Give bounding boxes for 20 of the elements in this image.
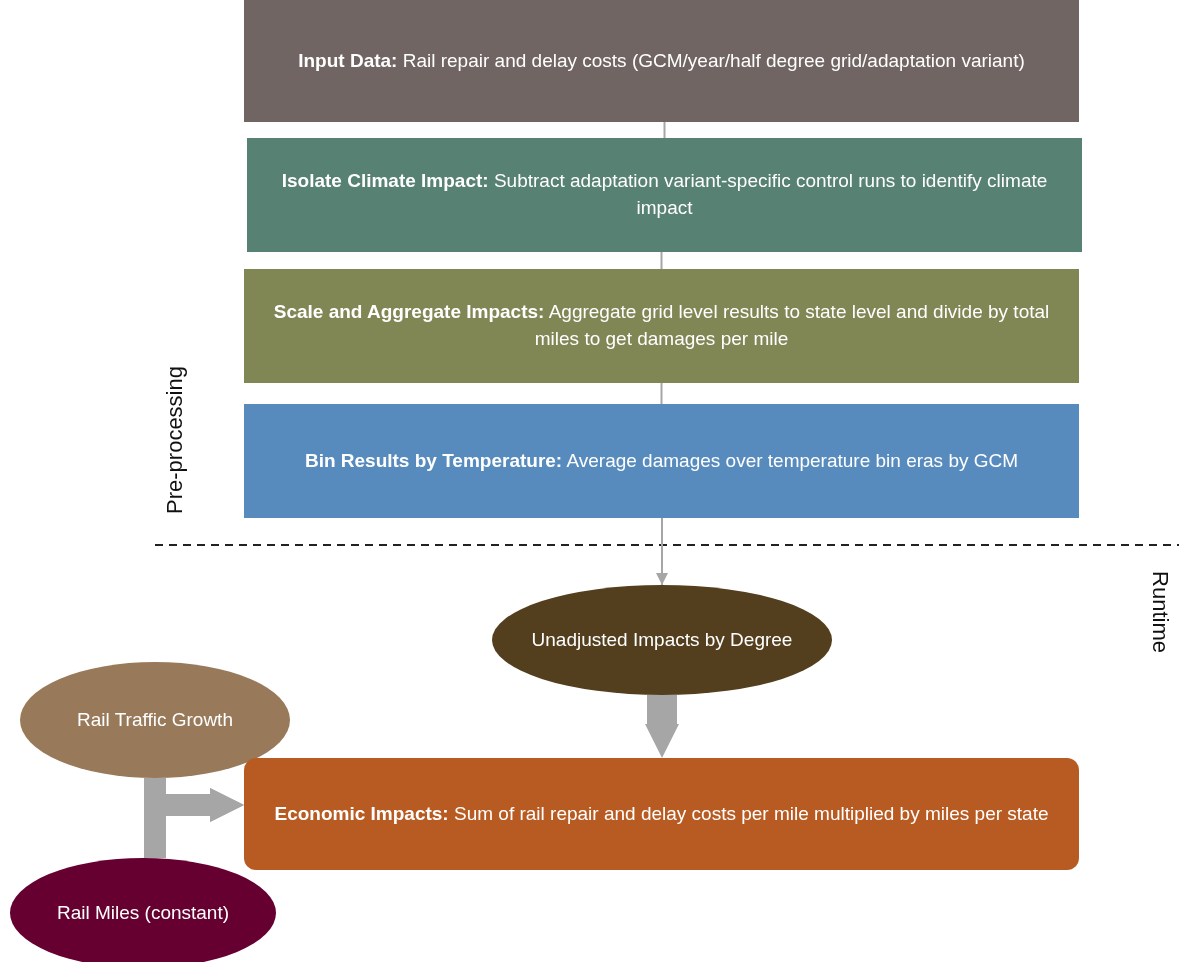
node-text: Bin Results by Temperature: Average damages over temperature bin eras by GCM (303, 448, 1020, 473)
process-box (244, 404, 1079, 518)
connector-line (660, 251, 663, 270)
node-text: Economic Impacts: Sum of rail repair and delay costs per mile multiplied by miles per state (273, 801, 1050, 826)
process-box (244, 0, 1079, 122)
node-text: Unadjusted Impacts by Degree (530, 627, 794, 652)
node-text: Input Data: Rail repair and delay costs (GCM/year/half degree grid/adaptation variant) (297, 48, 1026, 73)
process-box (244, 758, 1079, 870)
node-text: Rail Traffic Growth (76, 707, 234, 732)
section-label: Runtime (1147, 571, 1173, 653)
connector-line (663, 121, 666, 139)
node-text: Scale and Aggregate Impacts: Aggregate grid level results to state level and divide by total miles to get damages per mile (272, 300, 1051, 351)
connector-line (660, 382, 663, 405)
block-arrow (645, 695, 679, 758)
process-box (244, 269, 1079, 383)
process-box (247, 138, 1082, 252)
arrow (656, 517, 668, 586)
section-label: Pre-processing (162, 366, 188, 514)
node-text: Isolate Climate Impact: Subtract adaptation variant-specific control runs to identify climate impact (280, 169, 1049, 220)
node-text: Rail Miles (constant) (55, 900, 231, 925)
